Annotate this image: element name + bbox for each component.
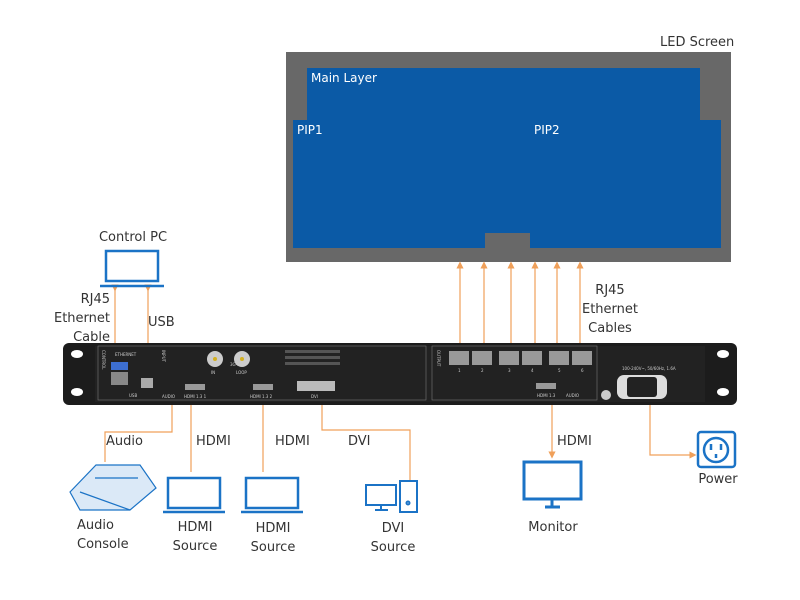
label-line: Cable [73,330,110,345]
label-line: RJ45 [595,283,625,298]
label-line: Ethernet [54,311,110,326]
label-line: Console [77,537,129,552]
label-line: RJ45 [80,292,110,307]
audio-cable [104,396,176,462]
ethernet-label: ETHERNET [115,352,137,357]
dvi-port-label: DVI [311,394,318,399]
dvi-source-label: DVI Source [371,519,416,557]
usb-label: USB [148,315,175,330]
cables [104,261,697,480]
led-screen-label: LED Screen [660,35,735,50]
label-line: DVI [381,521,405,536]
hdmi-source-1-label: HDMI Source [173,518,218,556]
hdmi-source-2-laptop-icon [241,476,303,514]
output-label: OUTPUT [436,350,441,367]
label-line: Audio [77,518,114,533]
audio-label: Audio [106,434,143,449]
label-line: Ethernet [582,302,638,317]
label-line: HDMI [255,521,291,536]
port-4-label: 4 [531,368,534,373]
port-6-label: 6 [581,368,584,373]
audio-out-label: AUDIO [566,393,579,398]
power-rating: 100-240V~, 50/60Hz, 1.6A [622,366,676,371]
pip2-label: PIP2 [534,123,560,137]
main-layer-label: Main Layer [311,71,377,85]
label-line: Source [172,539,218,554]
video-processor: ETHERNET USB IN LOOP AUDIO HDMI 1.3 1 HD… [63,343,737,405]
hdmi-in1-label: HDMI 1.3 1 [184,394,207,399]
port-2-label: 2 [481,368,484,373]
control-label: CONTROL [101,350,106,370]
hdmi-out-port-label: HDMI 1.3 [537,393,556,398]
hdmi-source-1-laptop-icon [163,476,225,514]
hdmi-in2-label: HDMI 1.3 2 [250,394,273,399]
sdi-loop-label: LOOP [236,370,247,375]
audio-in-label: AUDIO [162,394,175,399]
hdmi-label-1: HDMI [196,434,231,449]
control-pc-label: Control PC [98,230,168,245]
label-line: HDMI [177,520,213,535]
pip2-layer: PIP2 [530,120,721,248]
port-3-label: 3 [508,368,511,373]
sdi-label: 3G-SDI [230,362,244,367]
dvi-source-computer-icon [365,480,418,513]
power-label: Power [698,472,738,487]
power-outlet-icon [696,430,737,469]
pip1-label: PIP1 [297,123,323,137]
port-5-label: 5 [558,368,561,373]
pip1-layer: PIP1 [293,120,485,248]
label-line: Source [370,540,416,555]
audio-console-icon [69,464,157,511]
power-cable [649,400,697,459]
control-pc-laptop-icon [100,249,164,288]
port-1-label: 1 [458,368,461,373]
monitor-label: Monitor [528,520,578,535]
label-line: Source [250,540,296,555]
monitor-icon [522,460,583,509]
dvi-cable [318,396,411,480]
usb-port-label: USB [129,393,137,398]
input-label: INPUT [161,350,166,363]
sdi-in-label: IN [211,370,215,375]
hdmi-source-2-label: HDMI Source [251,519,296,557]
hdmi-out-label: HDMI [557,434,592,449]
dvi-label: DVI [348,434,371,449]
label-line: Cables [588,321,632,336]
hdmi-label-2: HDMI [275,434,310,449]
